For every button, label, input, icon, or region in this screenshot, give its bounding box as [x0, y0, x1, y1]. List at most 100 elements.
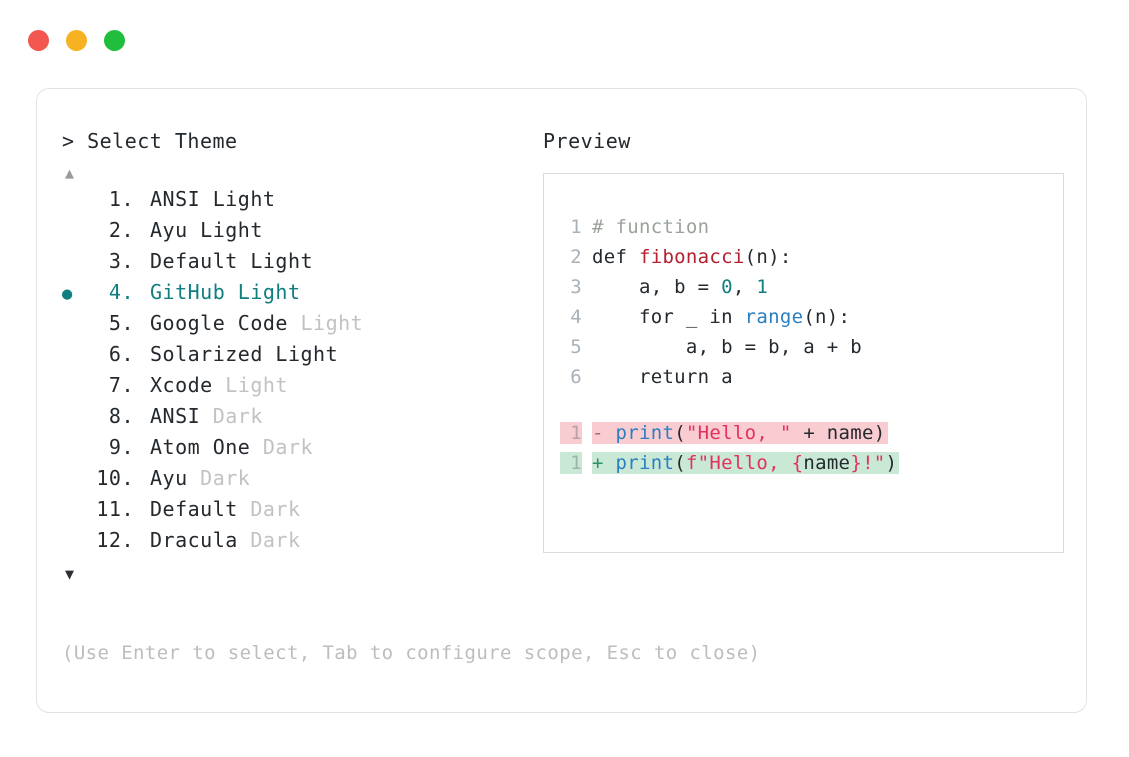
theme-item-name: Dracula	[150, 528, 251, 552]
code-token: (	[674, 422, 686, 444]
scroll-up-icon[interactable]: ▲	[65, 164, 75, 182]
code-line: 5 a, b = b, a + b	[544, 336, 1063, 366]
code-token: print	[615, 422, 675, 444]
theme-item-name: Solarized	[150, 342, 276, 366]
theme-item-spacer	[134, 373, 150, 397]
theme-item-number: 11.	[96, 497, 134, 521]
theme-item-variant: Light	[300, 311, 364, 335]
code-token: range	[744, 306, 804, 328]
code-line-text: return a	[592, 366, 733, 388]
code-token: 0	[721, 276, 733, 298]
diff-line-text: + print(f"Hello, {name}!")	[592, 452, 900, 474]
minimize-window-button[interactable]	[66, 30, 87, 51]
theme-list-item[interactable]: 7. Xcode Light	[62, 373, 532, 404]
theme-item-number: 4.	[108, 280, 134, 304]
theme-list-item[interactable]: 10. Ayu Dark	[62, 466, 532, 497]
code-token: name	[803, 452, 851, 474]
code-spacer	[544, 396, 1063, 422]
theme-item-name: Google Code	[150, 311, 301, 335]
theme-item-number: 10.	[96, 466, 134, 490]
theme-item-number: 1.	[108, 187, 134, 211]
code-token: print	[615, 452, 675, 474]
theme-item-number: 3.	[108, 249, 134, 273]
code-line: 4 for _ in range(n):	[544, 306, 1063, 336]
code-token: fibonacci	[638, 246, 745, 268]
code-line-text: a, b = 0, 1	[592, 276, 768, 298]
code-token: (	[674, 452, 686, 474]
theme-list-item[interactable]: 9. Atom One Dark	[62, 435, 532, 466]
code-token: # function	[592, 216, 710, 238]
theme-item-name: Ayu	[150, 466, 201, 490]
theme-item-spacer	[134, 311, 150, 335]
code-token: a, b =	[592, 276, 722, 298]
code-token: "Hello, "	[685, 422, 792, 444]
diff-removed-line: 1 - print("Hello, " + name)	[544, 422, 1063, 452]
theme-item-name: Default	[150, 497, 251, 521]
line-number: 3	[570, 276, 582, 298]
theme-item-number: 8.	[108, 404, 134, 428]
theme-list-item[interactable]: 3. Default Light	[62, 249, 532, 280]
line-number: 2	[570, 246, 582, 268]
theme-item-variant: Light	[250, 249, 314, 273]
theme-item-variant: Dark	[250, 497, 301, 521]
code-line-text: def fibonacci(n):	[592, 246, 792, 268]
diff-added-line: 1+ print(f"Hello, {name}!")	[544, 452, 1063, 482]
theme-item-number: 6.	[108, 342, 134, 366]
theme-item-variant: Dark	[200, 466, 251, 490]
theme-item-spacer	[134, 249, 150, 273]
diff-line-text: - print("Hello, " + name)	[592, 422, 888, 444]
theme-list-item[interactable]: 12. Dracula Dark	[62, 528, 532, 559]
code-line: 6 return a	[544, 366, 1063, 396]
theme-item-name: Default	[150, 249, 251, 273]
code-token: f"Hello,	[685, 452, 792, 474]
theme-item-name: ANSI	[150, 404, 213, 428]
scroll-down-icon[interactable]: ▼	[65, 565, 75, 583]
theme-item-variant: Dark	[262, 435, 314, 459]
theme-list-item[interactable]: 11. Default Dark	[62, 497, 532, 528]
code-token: a, b = b, a + b	[592, 336, 862, 358]
keyboard-hint: (Use Enter to select, Tab to configure s…	[62, 642, 761, 664]
close-window-button[interactable]	[28, 30, 49, 51]
theme-list-item[interactable]: 5. Google Code Light	[62, 311, 532, 342]
preview-label: Preview	[543, 129, 631, 153]
theme-item-variant: Light	[212, 187, 276, 211]
code-token: ,	[732, 276, 757, 298]
theme-item-spacer	[134, 528, 150, 552]
theme-list-item[interactable]: ●4. GitHub Light	[62, 280, 532, 311]
theme-list-item[interactable]: 1. ANSI Light	[62, 187, 532, 218]
theme-item-spacer	[134, 342, 150, 366]
theme-item-spacer	[134, 280, 150, 304]
code-token: !"	[862, 452, 886, 474]
maximize-window-button[interactable]	[104, 30, 125, 51]
code-token: 1	[756, 276, 769, 298]
theme-item-number: 7.	[108, 373, 134, 397]
code-token: }	[850, 452, 863, 474]
code-line: 1# function	[544, 216, 1063, 246]
window-traffic-lights	[28, 30, 125, 51]
theme-item-variant: Light	[275, 342, 339, 366]
code-token: + name)	[791, 422, 886, 444]
theme-item-spacer	[134, 218, 150, 242]
code-token: return a	[592, 366, 733, 388]
code-token: def	[592, 246, 639, 268]
diff-marker-icon: +	[592, 452, 616, 474]
theme-item-spacer	[134, 404, 150, 428]
theme-list-item[interactable]: 6. Solarized Light	[62, 342, 532, 373]
theme-item-spacer	[134, 466, 150, 490]
theme-item-variant: Light	[200, 218, 263, 242]
theme-item-variant: Dark	[250, 528, 301, 552]
line-number: 1	[560, 422, 582, 444]
theme-item-name: GitHub	[150, 280, 238, 304]
theme-item-name: Atom One	[150, 435, 263, 459]
code-line-text: # function	[592, 216, 709, 238]
theme-list-item[interactable]: 2. Ayu Light	[62, 218, 532, 249]
code-token: for _ in	[592, 306, 745, 328]
theme-item-spacer	[134, 187, 150, 211]
line-number: 4	[570, 306, 582, 328]
theme-list-item[interactable]: 8. ANSI Dark	[62, 404, 532, 435]
theme-item-name: ANSI	[150, 187, 213, 211]
